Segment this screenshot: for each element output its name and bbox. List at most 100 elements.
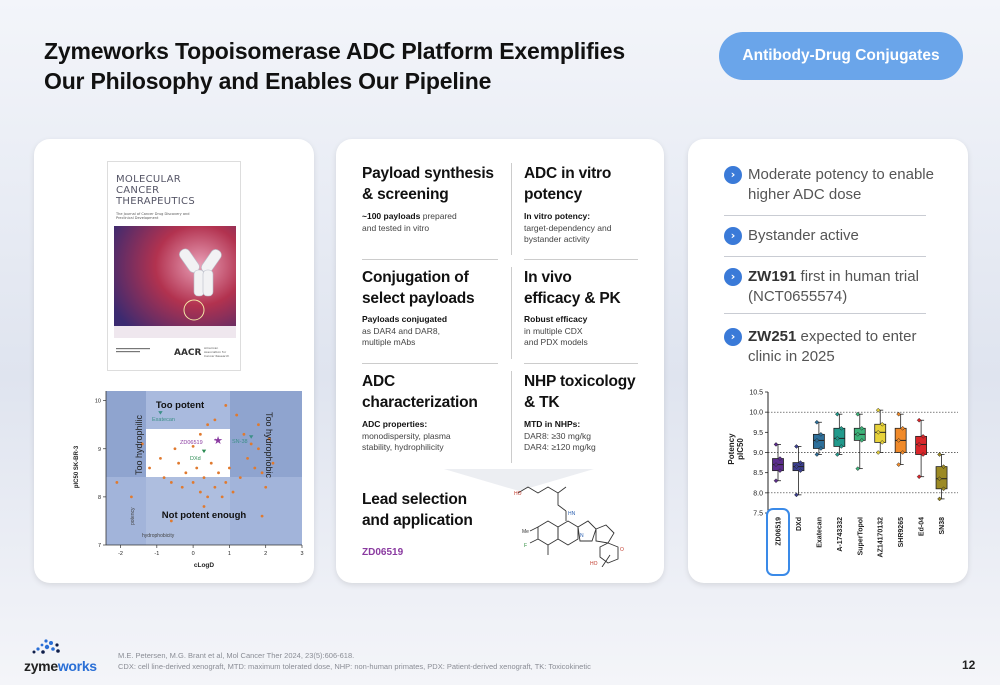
zymeworks-logo-icon — [32, 639, 60, 654]
boxplot-point — [855, 411, 861, 417]
scatter-point — [202, 505, 206, 508]
molecule-f-label: F — [524, 543, 527, 549]
section-pill: Antibody-Drug Conjugates — [719, 32, 963, 80]
lead-selection-title-line1: Lead selection — [362, 491, 467, 508]
boxplot-x-label: SN38 — [939, 517, 946, 535]
boxplot-point — [879, 440, 885, 445]
wordmark-part-b: works — [57, 658, 97, 674]
scatter-point — [195, 466, 199, 470]
bullet-divider-1 — [724, 215, 926, 216]
boxplot-box — [935, 466, 948, 490]
scatter-point — [198, 490, 202, 494]
boxplot-y-tick-label: 8.5 — [753, 470, 763, 477]
wordmark-part-a: zyme — [24, 658, 58, 674]
boxplot-y-tick-label: 7.5 — [753, 511, 763, 518]
scatter-point — [231, 490, 235, 494]
step-in-vitro-text-line1: target-dependency and — [524, 222, 612, 233]
bullet-moderate-potency-line1: Moderate potency to enable — [748, 166, 934, 183]
step-payload-synthesis-text-line2: and tested in vitro — [362, 222, 430, 233]
boxplot-point — [937, 476, 942, 482]
bullet-moderate-potency-text: Moderate potency to enable higher ADC do… — [748, 165, 934, 205]
bullet-zw191-line2: (NCT0655574) — [748, 288, 848, 305]
step-in-vivo-text: Robust efficacy in multiple CDX and PDX … — [524, 314, 588, 349]
boxplot-point — [814, 419, 820, 425]
scatter-point — [159, 456, 162, 460]
chevron-right-icon: › — [724, 268, 742, 286]
boxplot-y-ticks: 10.510.09.59.08.58.07.5 — [749, 390, 768, 518]
step-characterization-bold: ADC properties: — [362, 419, 428, 429]
scatter-point — [169, 481, 173, 484]
scatter-point — [224, 481, 228, 484]
boxplot-point — [920, 434, 926, 439]
flow-arrow-icon — [444, 469, 594, 491]
scatter-point — [264, 485, 268, 489]
potency-axis-label: potency — [130, 507, 136, 525]
boxplot-box — [915, 435, 928, 455]
not-potent-label: Not potent enough — [162, 510, 247, 521]
boxplot-x-label: AZ14170132 — [878, 517, 885, 558]
step-characterization-title-line1: ADC — [362, 373, 395, 390]
cover-subtitle: The Journal of Cancer Drug Discovery and… — [116, 212, 190, 220]
step-payload-synthesis-title-line2: & screening — [362, 186, 449, 203]
scatter-point — [184, 471, 188, 475]
bullet-zw191: › ZW191 first in human trial (NCT0655574… — [724, 267, 944, 307]
step-in-vitro-text: In vitro potency: target-dependency and … — [524, 211, 611, 246]
scatter-point — [177, 461, 180, 465]
scatter-reference-marker — [248, 435, 254, 439]
step-in-vivo-title-line1: In vivo — [524, 269, 572, 286]
cover-title-line3: THERAPEUTICS — [116, 196, 195, 207]
bullet-zw251-bold: ZW251 — [748, 328, 797, 345]
scatter-reference-marker — [201, 449, 207, 454]
sn38-label: SN-38 — [232, 439, 248, 445]
bullet-zw251-line2: clinic in 2025 — [748, 348, 835, 365]
step-payload-synthesis-text-line1: prepared — [420, 211, 457, 221]
boxplot-y-tick-label: 9.0 — [753, 450, 763, 457]
scatter-point — [271, 461, 275, 465]
boxplot-point — [773, 442, 779, 447]
page-title-line1: Zymeworks Topoisomerase ADC Platform Exe… — [44, 38, 625, 64]
boxplot-y-label-line2: pIC50 — [736, 438, 745, 460]
boxplot-point — [896, 438, 902, 443]
boxplot-point — [798, 460, 803, 465]
scatter-x-tick-label: 1 — [228, 551, 231, 557]
step-payload-synthesis-bold: ~100 payloads — [362, 211, 421, 221]
boxplot-box — [874, 423, 887, 443]
scatter-y-tick-label: 7 — [98, 543, 101, 549]
cover-title: MOLECULAR CANCER THERAPEUTICS — [116, 174, 196, 207]
bullet-zw251: › ZW251 expected to enter clinic in 2025 — [724, 327, 944, 367]
boxplot-group — [833, 411, 846, 457]
step-conjugation-text: Payloads conjugated as DAR4 and DAR8, mu… — [362, 314, 447, 349]
divider-horizontal-1b — [524, 259, 638, 260]
scatter-point — [162, 476, 166, 480]
zd06519-highlight-box — [766, 508, 790, 576]
boxplot-point — [941, 464, 946, 469]
step-in-vivo-title: In vivo efficacy & PK — [524, 267, 621, 309]
scatter-point — [180, 485, 184, 489]
scatter-point — [206, 495, 210, 499]
scatter-x-tick-label: 0 — [192, 551, 195, 557]
molecule-ho-label: HO — [514, 491, 522, 497]
step-conjugation-text-line1: as DAR4 and DAR8, — [362, 325, 440, 336]
step-characterization-text: ADC properties: monodispersity, plasma s… — [362, 419, 451, 454]
boxplot-point — [875, 450, 881, 455]
boxplot-point — [916, 442, 922, 447]
scatter-point — [257, 423, 260, 427]
cover-title-line1: MOLECULAR — [116, 174, 181, 185]
step-characterization-text-line1: monodispersity, plasma — [362, 430, 451, 441]
journal-cover: MOLECULAR CANCER THERAPEUTICS The Journa… — [107, 161, 241, 371]
scatter-point — [242, 432, 246, 436]
step-in-vivo-bold: Robust efficacy — [524, 314, 588, 324]
boxplot-point — [896, 462, 902, 467]
not-potent-region — [106, 477, 302, 545]
scatter-point — [173, 447, 177, 451]
boxplot-point — [937, 452, 942, 457]
scatter-point — [209, 461, 213, 465]
scatter-points — [115, 404, 275, 523]
zd06519-marker-icon: * — [214, 439, 217, 445]
scatter-point — [224, 404, 228, 407]
boxplot-group — [874, 407, 887, 455]
boxplot-point — [818, 431, 824, 437]
